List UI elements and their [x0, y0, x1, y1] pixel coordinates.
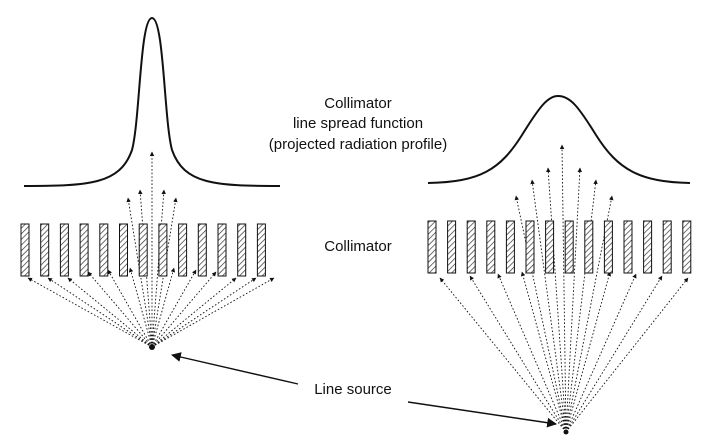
- right-lsf-curve: [427, 94, 691, 184]
- left-collimator-septum: [217, 223, 227, 277]
- left-ray: [151, 269, 197, 348]
- right-ray: [497, 273, 567, 433]
- right-collimator-septum: [486, 220, 496, 274]
- right-collimator-septum: [623, 220, 633, 274]
- collimator-label: Collimator: [324, 238, 392, 255]
- right-collimator-septum: [427, 220, 437, 274]
- right-ray: [565, 179, 598, 433]
- right-collimator-septum: [466, 220, 476, 274]
- left-collimator-septum: [99, 223, 109, 277]
- left-collimator-septum: [40, 223, 50, 277]
- right-collimator-septum: [564, 220, 574, 274]
- right-collimator-septum: [584, 220, 594, 274]
- right-collimator-septum: [662, 220, 672, 274]
- right-ray: [546, 167, 567, 433]
- left-ray: [151, 267, 176, 348]
- right-ray: [565, 167, 583, 433]
- right-ray: [520, 271, 567, 433]
- left-ray: [27, 277, 153, 348]
- right-ray: [469, 275, 567, 433]
- right-collimator-septum: [505, 220, 515, 274]
- left-ray: [67, 277, 153, 348]
- right-ray: [565, 195, 614, 433]
- left-ray: [151, 277, 275, 348]
- line-source-pointer-right: [407, 401, 557, 428]
- right-collimator-septum: [603, 220, 613, 274]
- right-ray: [565, 273, 637, 433]
- left-collimator-septum: [20, 223, 30, 277]
- right-ray: [565, 277, 689, 433]
- left-ray: [151, 189, 166, 348]
- right-ray: [565, 271, 612, 433]
- line-source-pointer-left: [171, 352, 299, 385]
- left-collimator-septum: [178, 223, 188, 277]
- left-collimator-septum: [256, 223, 266, 277]
- left-ray: [87, 271, 153, 348]
- right-collimator-septum: [447, 220, 457, 274]
- left-collimator: [20, 223, 266, 277]
- left-collimator-septum: [79, 223, 89, 277]
- right-collimator-septum: [545, 220, 555, 274]
- lsf-label-line1: Collimator: [324, 95, 392, 112]
- left-collimator-septum: [138, 223, 148, 277]
- right-ray: [565, 275, 663, 433]
- left-line-source: [149, 344, 155, 350]
- left-ray: [151, 277, 257, 348]
- left-collimator-septum: [119, 223, 128, 277]
- left-collimator-septum: [237, 223, 247, 277]
- right-ray-group: [439, 144, 689, 433]
- line-source-label: Line source: [314, 381, 392, 398]
- right-ray: [530, 179, 567, 433]
- lsf-label-line2: line spread function: [293, 115, 423, 132]
- left-collimator-septum: [59, 223, 69, 277]
- left-ray: [128, 267, 153, 348]
- lsf-label-line3: (projected radiation profile): [269, 136, 447, 153]
- left-ray: [138, 189, 153, 348]
- left-collimator-septum: [158, 223, 168, 277]
- right-collimator: [427, 220, 692, 274]
- right-ray: [559, 144, 567, 433]
- left-ray: [151, 271, 217, 348]
- left-ray-group: [27, 151, 275, 348]
- right-line-source: [563, 429, 569, 435]
- right-ray: [514, 195, 567, 433]
- right-collimator-septum: [525, 220, 535, 274]
- right-collimator-septum: [682, 220, 692, 274]
- left-ray: [151, 277, 237, 348]
- right-collimator-septum: [643, 220, 653, 274]
- left-ray: [107, 269, 153, 348]
- left-lsf-curve: [23, 16, 281, 187]
- left-ray: [47, 277, 153, 348]
- right-ray: [439, 277, 567, 433]
- left-collimator-septum: [197, 223, 207, 277]
